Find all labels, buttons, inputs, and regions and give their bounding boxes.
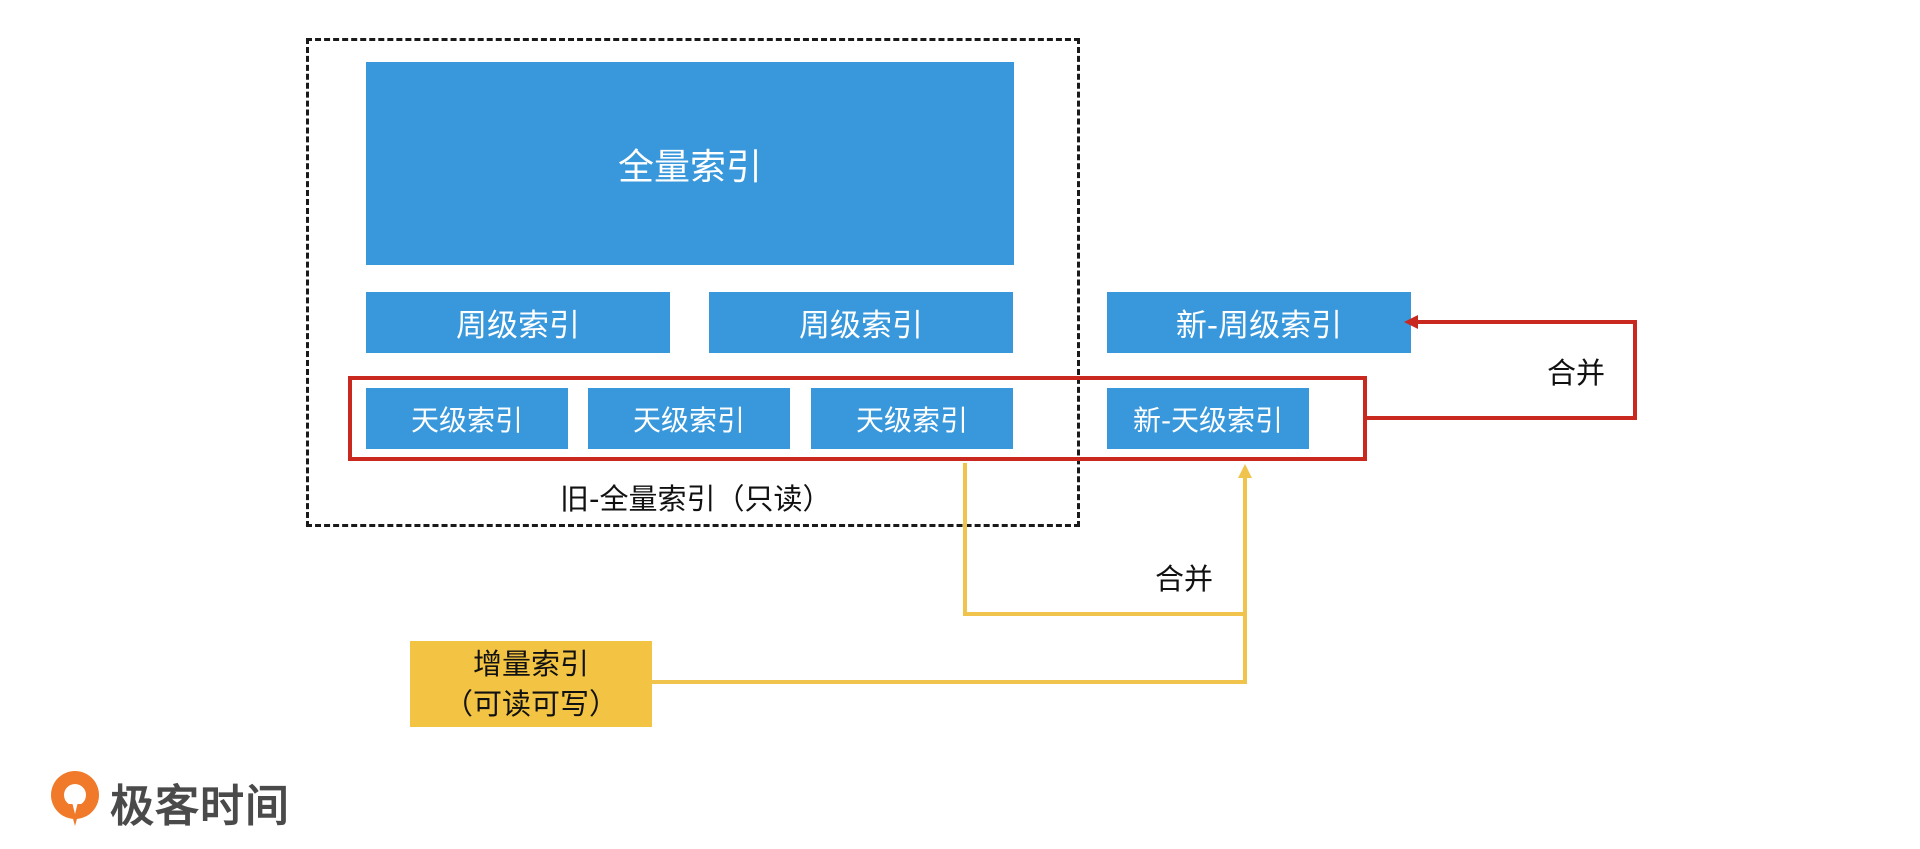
weekly-index-box-1: 周级索引 [366, 292, 670, 353]
full-index-box: 全量索引 [366, 62, 1014, 265]
full-index-label: 全量索引 [617, 146, 762, 188]
new-daily-index-box: 新-天级索引 [1107, 388, 1309, 449]
daily-index-box-2: 天级索引 [588, 388, 790, 449]
weekly-index-box-2: 周级索引 [709, 292, 1013, 353]
incremental-index-box: 增量索引 （可读可写） [410, 641, 652, 727]
merge-arrow-red [1367, 320, 1637, 420]
weekly-index-label-2: 周级索引 [799, 308, 923, 344]
weekly-index-label-1: 周级索引 [456, 308, 580, 344]
geektime-logo-icon [51, 771, 99, 826]
old-full-index-frame [306, 38, 1080, 527]
new-daily-index-label: 新-天级索引 [1132, 403, 1284, 437]
incremental-index-label-line2: （可读可写） [443, 687, 618, 721]
logo-text: 极客时间 [110, 781, 290, 832]
merge-label-bottom: 合并 [1155, 562, 1214, 596]
daily-index-box-1: 天级索引 [366, 388, 568, 449]
merge-line-yellow-incremental [652, 473, 1247, 684]
new-weekly-index-box: 新-周级索引 [1107, 292, 1411, 353]
daily-index-label-2: 天级索引 [632, 403, 745, 437]
daily-index-label-1: 天级索引 [410, 403, 523, 437]
new-weekly-index-label: 新-周级索引 [1175, 308, 1343, 344]
daily-index-label-3: 天级索引 [855, 403, 968, 437]
daily-index-box-3: 天级索引 [811, 388, 1013, 449]
daily-index-group-frame [348, 376, 1367, 461]
merge-label-top: 合并 [1547, 356, 1606, 390]
incremental-index-label-line1: 增量索引 [472, 647, 589, 681]
merge-line-yellow-daily [963, 463, 1245, 616]
merge-arrow-yellow-head [1238, 464, 1252, 478]
merge-arrow-red-head [1404, 315, 1418, 329]
old-full-index-label: 旧-全量索引（只读） [560, 482, 832, 516]
